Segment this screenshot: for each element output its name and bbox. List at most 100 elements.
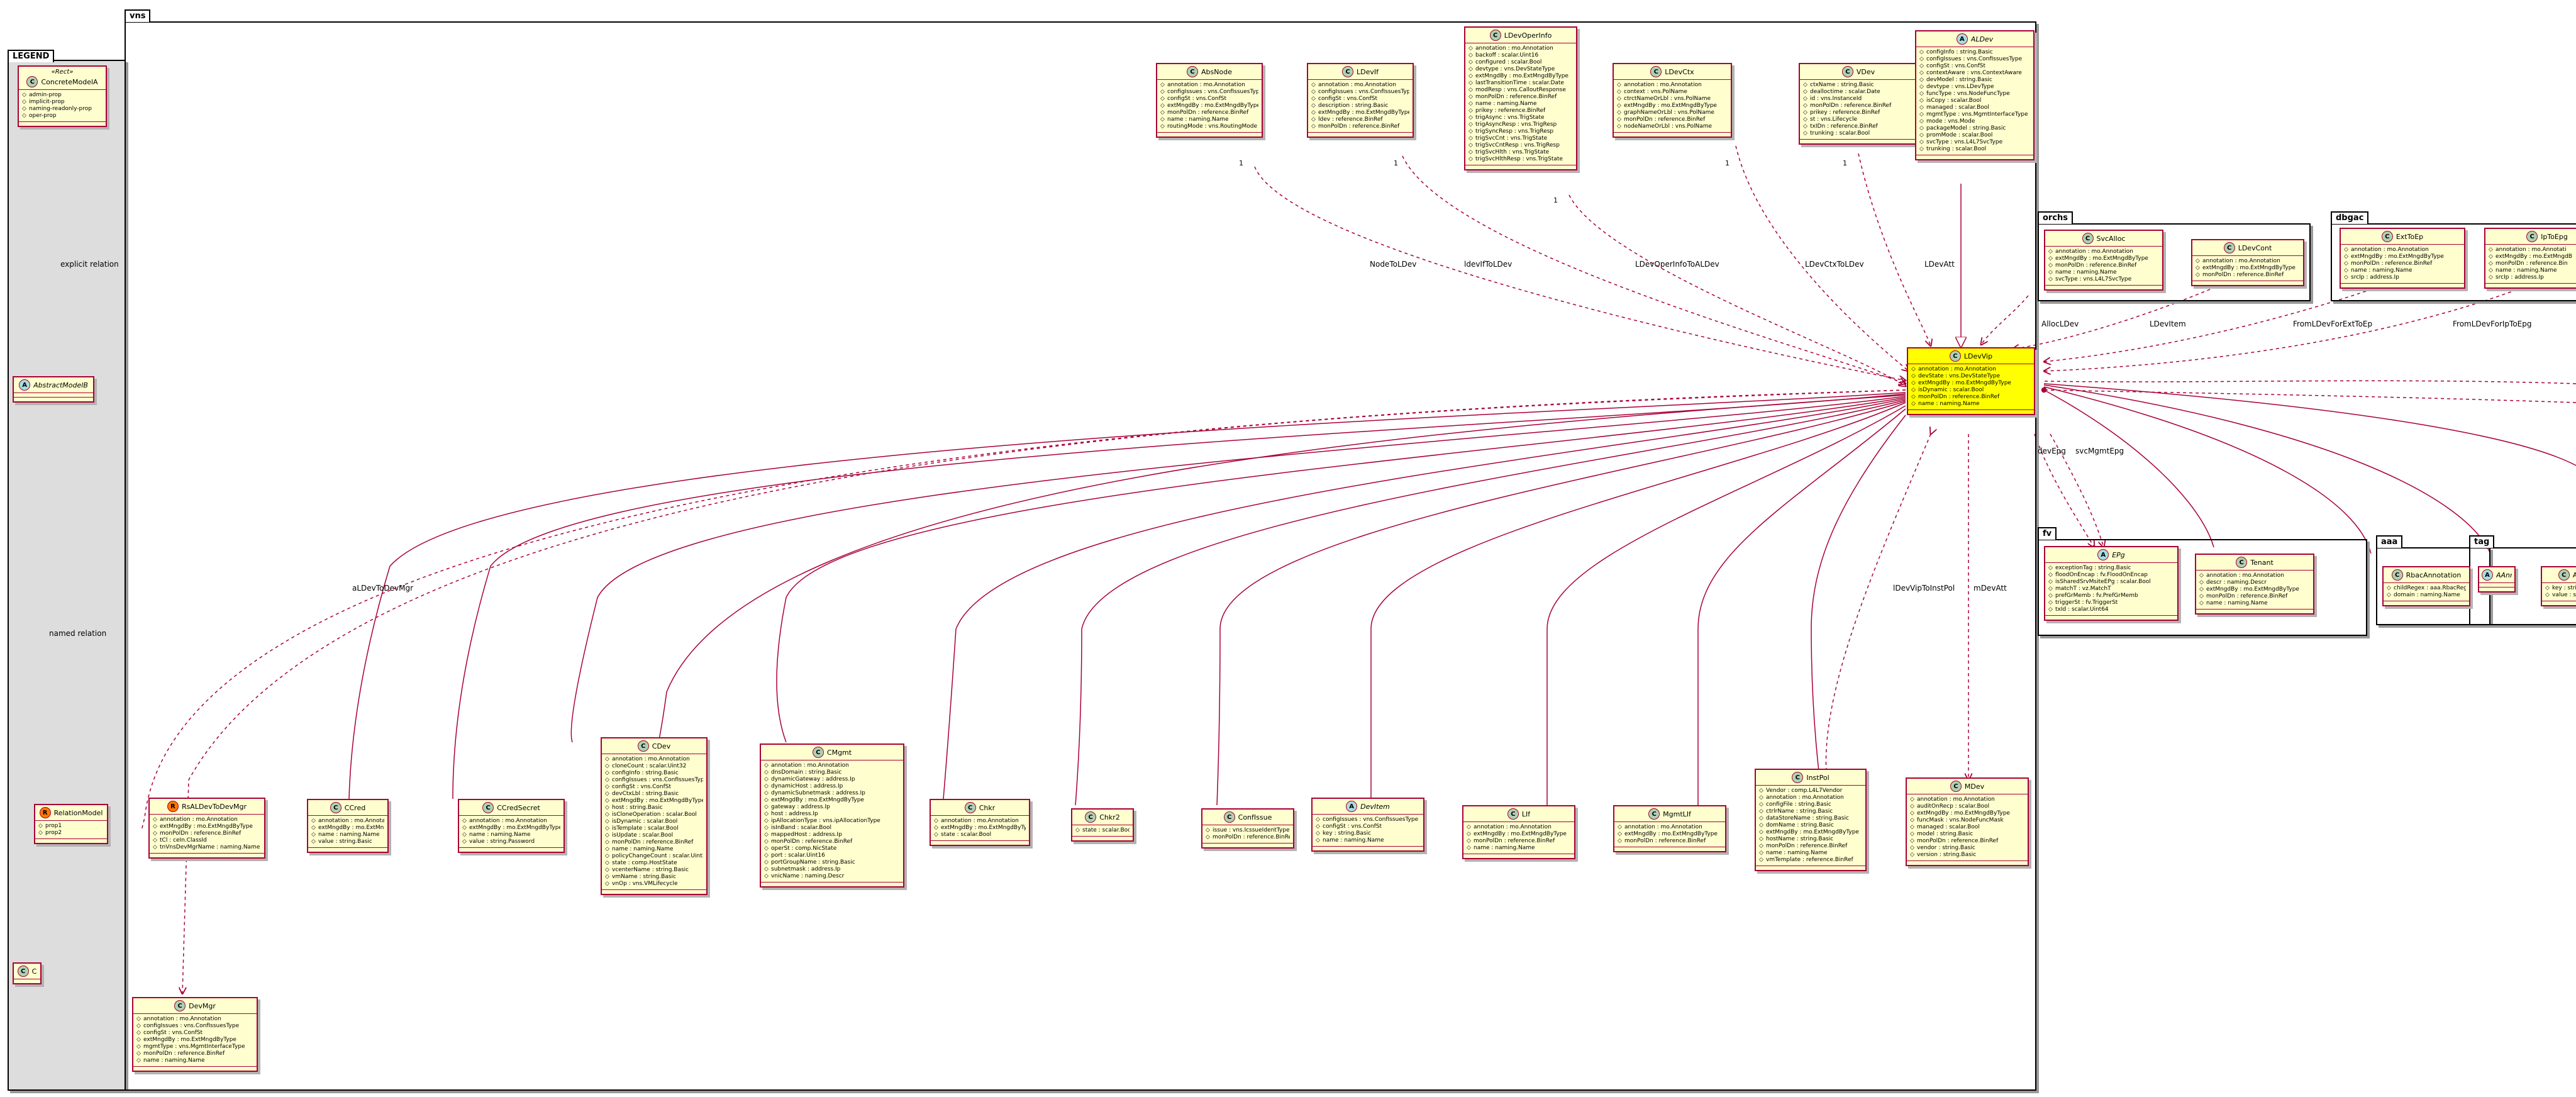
class-attr: ◇annotation : mo.Annotation: [1911, 366, 2031, 373]
relation-label: LDevOperInfoToALDev: [1635, 260, 1719, 269]
class-attr-text: ctrlrName : string.Basic: [1766, 808, 1833, 815]
protected-visibility-icon: ◇: [136, 1016, 141, 1022]
class-attr: ◇configSt : vns.ConfSt: [1316, 823, 1420, 830]
class-attr: ◇annotation : mo.Annotati: [2489, 247, 2576, 253]
class-attr-text: modResp : vns.CalloutResponse: [1475, 87, 1566, 93]
protected-visibility-icon: ◇: [764, 852, 769, 859]
class-attr: ◇isSharedSrvMsiteEPg : scalar.Bool: [2048, 579, 2174, 586]
class-attr: ◇dnsDomain : string.Basic: [764, 769, 900, 776]
protected-visibility-icon: ◇: [38, 830, 43, 836]
protected-visibility-icon: ◇: [764, 832, 769, 838]
class-attr: ◇extMngdBy : mo.ExtMngdByType: [153, 823, 261, 830]
class-attr-text: tCl : ceIn.ClassId: [160, 837, 207, 844]
class-attr-text: extMngdBy : mo.ExtMngdByType: [1918, 380, 2011, 386]
class-badge-icon: C: [2236, 557, 2248, 568]
class-attr: ◇matchT : vz.MatchT: [2048, 586, 2174, 593]
class-attr-text: operSt : comp.NicState: [771, 845, 837, 852]
class-attr: admin-prop: [29, 92, 62, 98]
protected-visibility-icon: ◇: [1468, 114, 1473, 121]
class-name: Chkr2: [1099, 813, 1120, 821]
class-attr-text: configFile : string.Basic: [1766, 801, 1831, 808]
class-attr: oper-prop: [29, 113, 57, 119]
class-attr-text: descr : naming.Descr: [2206, 579, 2267, 586]
class-annot[interactable]: CAnn◇key : stri◇value : s: [2541, 566, 2576, 606]
class-attr: ◇isUpdate : scalar.Bool: [605, 832, 703, 839]
protected-visibility-icon: ◇: [1468, 80, 1473, 86]
protected-visibility-icon: ◇: [1468, 101, 1473, 107]
legend-abstract-model[interactable]: A AbstractModelB: [13, 376, 94, 403]
class-attr-text: ctrctNameOrLbl : vns.PolName: [1624, 96, 1711, 102]
protected-visibility-icon: ◇: [2199, 572, 2204, 579]
class-attr: ◇value : string.Basic: [311, 838, 384, 845]
class-attr-text: dealloctime : scalar.Date: [1810, 89, 1880, 95]
protected-visibility-icon: ◇: [764, 873, 769, 879]
protected-visibility-icon: ◇: [2344, 260, 2348, 267]
class-attr: ◇vcenterName : string.Basic: [605, 867, 703, 874]
class-attr: ◇annotation : mo.Annotation: [605, 756, 703, 763]
class-attr: ◇extMngdBy : mo.ExtMngdByType: [2344, 253, 2461, 260]
protected-visibility-icon: ◇: [22, 92, 26, 98]
protected-visibility-icon: ◇: [1617, 89, 1621, 95]
class-attr-text: monPolDn : reference.BinRef: [143, 1050, 225, 1057]
protected-visibility-icon: ◇: [1160, 82, 1165, 88]
legend-concrete-model[interactable]: «Rect» C ConcreteModelA ◇admin-prop ◇imp…: [18, 65, 107, 127]
class-attributes: ◇issue : vns.IcssueIdentType◇monPolDn : …: [1202, 825, 1293, 843]
class-attr-text: annotation : mo.Annotation: [1917, 796, 1995, 803]
class-attr: ◇extMngdBy : mo.ExtMngdByType: [136, 1037, 253, 1044]
class-attr: ◇name : naming.Name: [1467, 845, 1571, 852]
class-attr: ◇ctrctNameOrLbl : vns.PolName: [1617, 96, 1728, 103]
class-attr-text: monPolDn : reference.BinRef: [1624, 116, 1706, 123]
protected-visibility-icon: ◇: [2048, 565, 2053, 571]
class-attr: ◇extMngdBy : mo.ExtMngdByType: [934, 825, 1026, 832]
class-attr-text: ipAllocationType : vns.ipAllocationType: [771, 818, 880, 824]
legend-relation-model[interactable]: R RelationModel ◇prop1 ◇prop2: [34, 804, 108, 844]
class-attr: ◇contextAware : vns.ContextAware: [1919, 70, 2030, 77]
class-aannot[interactable]: AAAnno: [2478, 566, 2516, 593]
class-attr-text: context : vns.PolName: [1624, 89, 1687, 95]
legend-c[interactable]: C C: [13, 962, 42, 984]
class-attr-text: trunking : scalar.Bool: [1810, 130, 1870, 136]
protected-visibility-icon: ◇: [153, 816, 157, 823]
class-attr: ◇vmName : string.Basic: [605, 874, 703, 881]
protected-visibility-icon: ◇: [1919, 49, 1924, 55]
class-attr: ◇devModel : string.Basic: [1919, 77, 2030, 84]
class-attr-text: annotation : mo.Annotation: [1474, 824, 1552, 830]
relation-label: ldevIfToLDev: [1464, 260, 1513, 269]
class-badge-icon: C: [2381, 231, 2393, 242]
relation-label: mDevAtt: [1974, 584, 2007, 593]
class-attr: ◇configSt : vns.ConfSt: [1919, 63, 2030, 70]
class-attr: ◇vmTemplate : reference.BinRef: [1759, 857, 1862, 864]
class-attr: ◇isDynamic : scalar.Bool: [605, 818, 703, 825]
class-attr: ◇trigAsync : vns.TrigState: [1468, 114, 1573, 121]
class-attr-text: monPolDn : reference.BinRef: [2202, 272, 2284, 278]
class-attr: ◇monPolDn : reference.BinRef: [1803, 103, 1914, 109]
